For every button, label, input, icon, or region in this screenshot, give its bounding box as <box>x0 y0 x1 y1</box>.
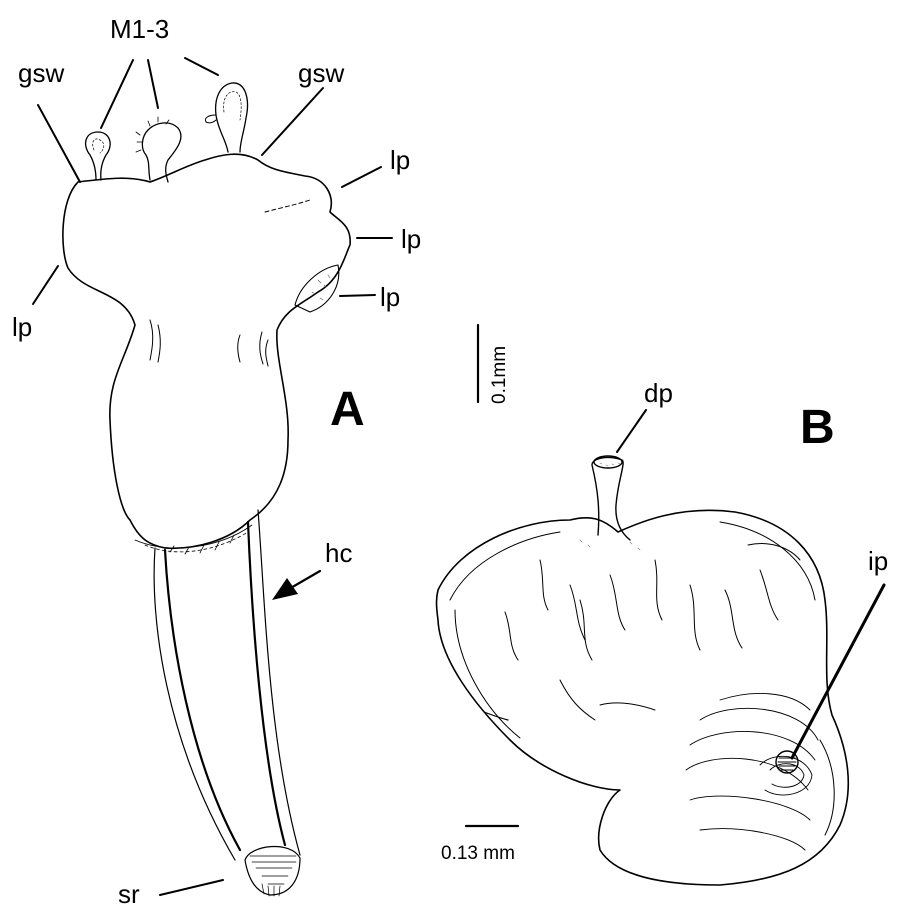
label-lp-1: lp <box>390 147 410 173</box>
panel-letter-b: B <box>800 404 835 452</box>
label-lp-left: lp <box>12 314 32 340</box>
papilla-m3-inner <box>224 92 242 120</box>
leaders-a <box>33 58 392 895</box>
hair-canal-inner <box>165 522 285 850</box>
b-concentric-folds <box>686 693 818 850</box>
label-m1-3: M1-3 <box>110 16 169 42</box>
b-outer-outline <box>437 510 849 885</box>
lateral-process-shaded <box>295 265 339 312</box>
papilla-m1 <box>86 132 111 180</box>
head-body-outline <box>63 154 350 548</box>
body-wrinkles <box>150 200 310 366</box>
specimen-b-drawing <box>437 410 885 885</box>
hc-arrow <box>272 571 320 600</box>
scale-label-b: 0.13 mm <box>441 844 515 863</box>
panel-letter-a: A <box>330 386 365 434</box>
stipple-lp <box>312 275 330 300</box>
sr-hatching <box>250 856 296 896</box>
label-gsw-right: gsw <box>298 60 344 86</box>
papilla-m3-side <box>205 115 216 123</box>
b-duct-papilla <box>592 458 630 540</box>
label-hc: hc <box>325 540 352 566</box>
specimen-a-drawing <box>33 58 478 896</box>
label-dp: dp <box>644 380 673 406</box>
papilla-m3 <box>216 83 248 152</box>
hair-canal-outer <box>154 510 300 860</box>
b-inner-edge <box>450 522 834 835</box>
sr-tip <box>245 846 300 895</box>
papilla-m2-fringe <box>136 117 169 152</box>
label-lp-2: lp <box>401 226 421 252</box>
scale-label-a: 0.1mm <box>490 346 509 404</box>
label-lp-3: lp <box>380 284 400 310</box>
papilla-m1-inner <box>93 139 104 153</box>
b-dp-stipple <box>580 463 640 550</box>
papilla-m2 <box>142 123 181 182</box>
label-sr: sr <box>118 881 140 907</box>
label-gsw-left: gsw <box>18 60 64 86</box>
label-ip: ip <box>868 548 888 574</box>
neck-band <box>135 525 252 554</box>
